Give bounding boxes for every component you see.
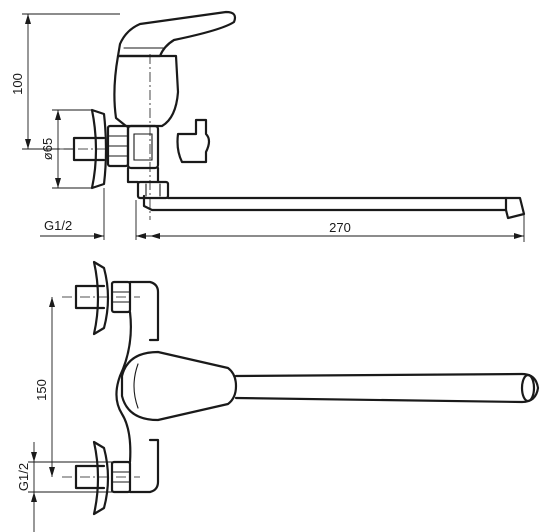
upper-flange xyxy=(92,260,110,336)
wall-flange xyxy=(90,108,108,190)
dim-diameter-label: ø65 xyxy=(40,138,55,160)
dim-spacing-label: 150 xyxy=(34,379,49,401)
outlet-nut xyxy=(136,180,170,200)
diverter-knob xyxy=(176,118,211,164)
dim-spout-length-label: 270 xyxy=(329,220,351,235)
spout-top xyxy=(234,372,540,404)
dim-thread-top-label: G1/2 xyxy=(44,218,72,233)
lower-flange xyxy=(92,440,110,516)
mixer-body-top xyxy=(115,280,160,494)
top-view: 150 G1/2 xyxy=(16,260,540,532)
mixer-body xyxy=(113,54,180,128)
lever-handle-top xyxy=(120,350,238,422)
dim-thread-bottom-label: G1/2 xyxy=(16,463,31,491)
spout-aerator xyxy=(504,196,526,220)
lever-handle xyxy=(116,10,237,58)
mixer-cartridge-housing xyxy=(126,124,160,170)
dim-height-label: 100 xyxy=(10,73,25,95)
side-view: 100 ø65 G1/2 270 xyxy=(10,10,526,242)
spout-aerator-top xyxy=(520,373,536,403)
spout xyxy=(142,194,508,212)
